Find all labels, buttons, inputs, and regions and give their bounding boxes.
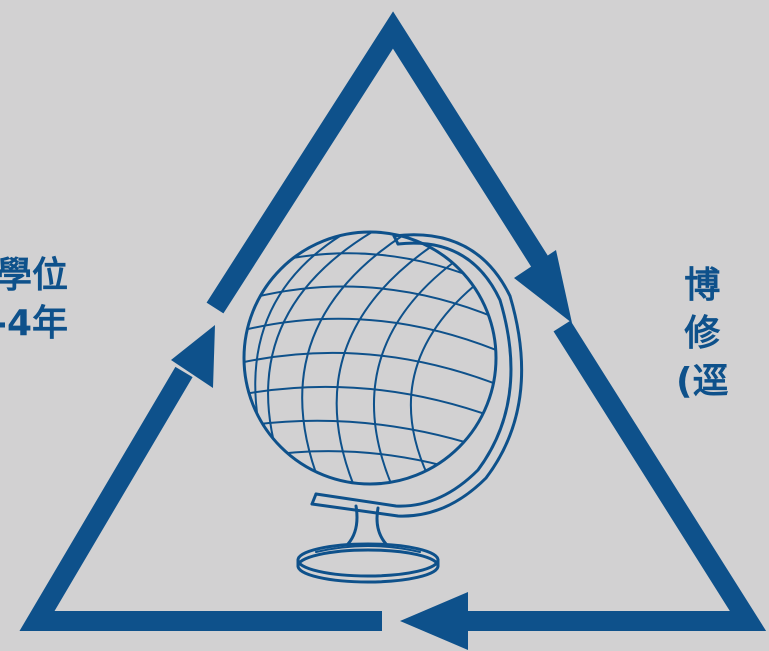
arrowhead-bottom	[400, 592, 468, 650]
arrowheads	[171, 250, 572, 650]
arrowhead-right	[514, 250, 572, 323]
label-right-line2: 修	[684, 313, 721, 354]
triangle-arrows	[19, 11, 767, 631]
label-left-line1: 學位	[0, 255, 68, 296]
arrowhead-left	[171, 325, 215, 388]
arrow-right-to-bottom	[462, 320, 767, 631]
arrow-top-to-right	[206, 11, 549, 314]
label-right-line1: 博	[684, 265, 721, 306]
label-right-line3: (逕	[676, 361, 729, 402]
label-left: 學位 -4年	[0, 252, 68, 348]
globe-icon	[242, 230, 524, 584]
arrow-bottom-to-left	[19, 366, 382, 631]
label-right: 博 修 (逕	[676, 262, 728, 406]
label-left-line2: -4年	[0, 303, 68, 344]
